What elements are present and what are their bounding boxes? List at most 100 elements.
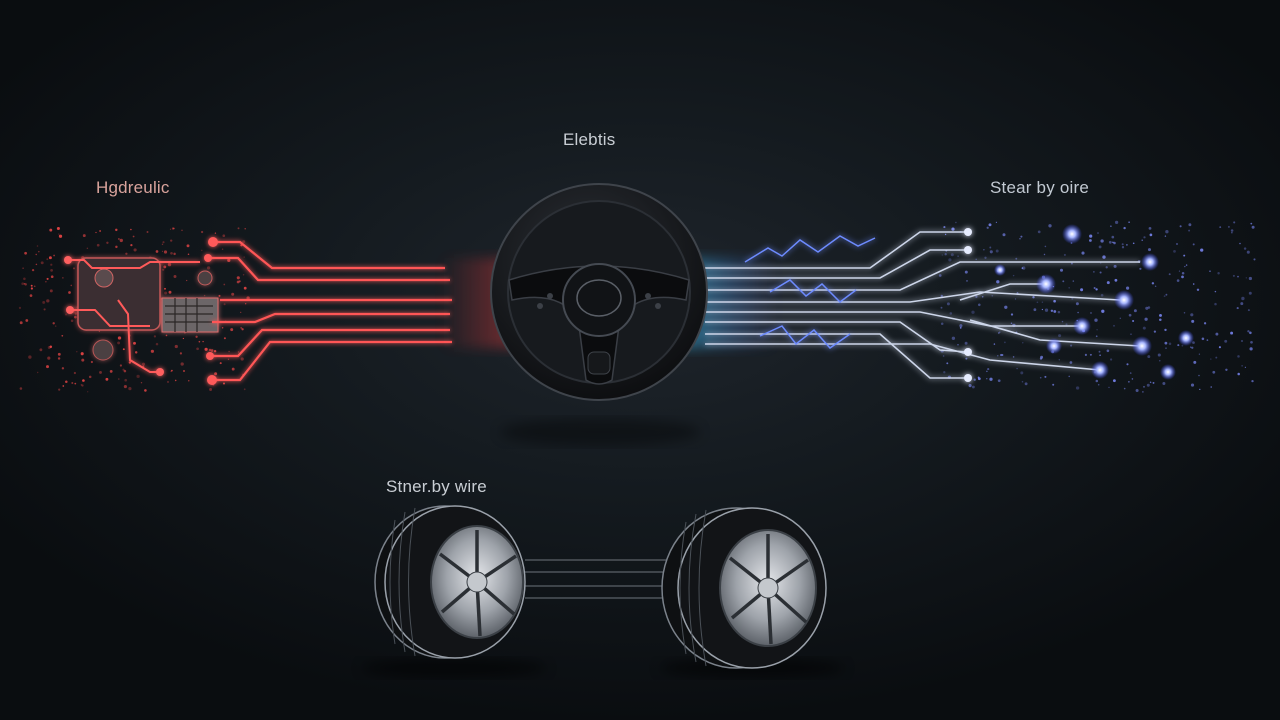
particle — [171, 227, 175, 230]
particle — [986, 370, 988, 373]
particle — [74, 382, 77, 385]
particle — [1142, 391, 1144, 393]
particle — [1126, 286, 1130, 290]
particle — [1123, 226, 1126, 230]
particle — [33, 285, 36, 288]
particle — [1068, 287, 1070, 289]
particle — [208, 348, 212, 352]
particle — [1143, 385, 1145, 388]
particle — [74, 312, 78, 315]
particle — [106, 241, 109, 244]
particle — [1168, 273, 1171, 276]
particle — [1089, 234, 1093, 238]
particle — [1227, 225, 1230, 228]
particle — [1033, 308, 1037, 312]
particle — [1128, 381, 1130, 383]
particle — [1230, 229, 1234, 232]
particle — [128, 361, 132, 364]
particle — [1237, 275, 1239, 278]
particle — [1019, 238, 1021, 240]
particle — [53, 254, 55, 257]
particle — [1010, 313, 1014, 316]
particle — [1044, 245, 1047, 248]
particle — [173, 227, 175, 230]
particle — [1057, 310, 1061, 314]
particle — [133, 248, 137, 252]
particle — [49, 228, 53, 232]
particle — [222, 234, 226, 238]
particle — [52, 322, 55, 325]
label-electric: Elebtis — [563, 130, 616, 149]
particle — [1021, 380, 1024, 383]
particle — [948, 258, 952, 262]
particle — [1159, 313, 1162, 317]
label-hydraulic: Hgdreulic — [96, 178, 170, 197]
particle — [219, 362, 222, 365]
particle — [1151, 282, 1155, 285]
particle — [71, 382, 74, 384]
particle — [1146, 383, 1150, 387]
particle — [182, 337, 185, 340]
particle — [245, 303, 247, 305]
particle — [1163, 295, 1166, 298]
particle — [997, 332, 1000, 334]
particle — [1128, 313, 1132, 317]
particle — [978, 303, 981, 307]
particle — [1063, 253, 1066, 256]
particle — [1217, 272, 1220, 275]
particle — [1215, 356, 1218, 359]
particle — [223, 337, 226, 340]
particle — [1113, 264, 1117, 268]
particle — [1237, 372, 1240, 376]
particle — [1095, 288, 1098, 291]
particle — [1232, 274, 1235, 277]
particle — [167, 262, 172, 267]
particle — [242, 274, 245, 276]
particle — [206, 266, 211, 270]
particle — [942, 355, 945, 357]
particle — [1251, 379, 1254, 383]
particle — [1148, 227, 1152, 230]
particle — [1132, 319, 1135, 323]
particle — [57, 352, 61, 356]
particle — [168, 290, 172, 294]
particle — [1230, 331, 1234, 335]
particle — [68, 291, 71, 294]
particle — [119, 364, 122, 367]
particle — [73, 371, 77, 375]
particle — [1165, 230, 1169, 234]
particle — [80, 352, 84, 356]
particle — [1233, 221, 1236, 224]
particle — [221, 248, 224, 250]
particle — [118, 238, 120, 240]
particle — [1144, 317, 1148, 321]
particle — [1152, 381, 1155, 384]
particle — [81, 358, 85, 362]
particle — [133, 341, 136, 345]
particle — [35, 253, 37, 256]
particle — [950, 253, 954, 257]
particle — [80, 384, 82, 386]
particle — [1108, 386, 1110, 389]
particle — [1214, 290, 1217, 293]
particle — [98, 330, 101, 333]
particle — [991, 294, 994, 297]
particle — [1218, 346, 1221, 349]
particle — [146, 231, 149, 233]
particle — [1164, 235, 1167, 237]
particle — [1184, 265, 1186, 268]
particle — [1020, 235, 1023, 238]
particle — [1024, 382, 1028, 386]
particle — [57, 357, 61, 360]
particle — [105, 377, 109, 381]
particle — [1101, 309, 1105, 313]
particle — [1105, 266, 1108, 269]
particle — [119, 238, 123, 243]
particle — [1143, 236, 1146, 239]
particle — [975, 295, 978, 298]
particle — [162, 268, 165, 271]
particle — [987, 368, 990, 371]
particle — [989, 250, 993, 254]
particle — [28, 355, 32, 359]
particle — [122, 368, 125, 371]
